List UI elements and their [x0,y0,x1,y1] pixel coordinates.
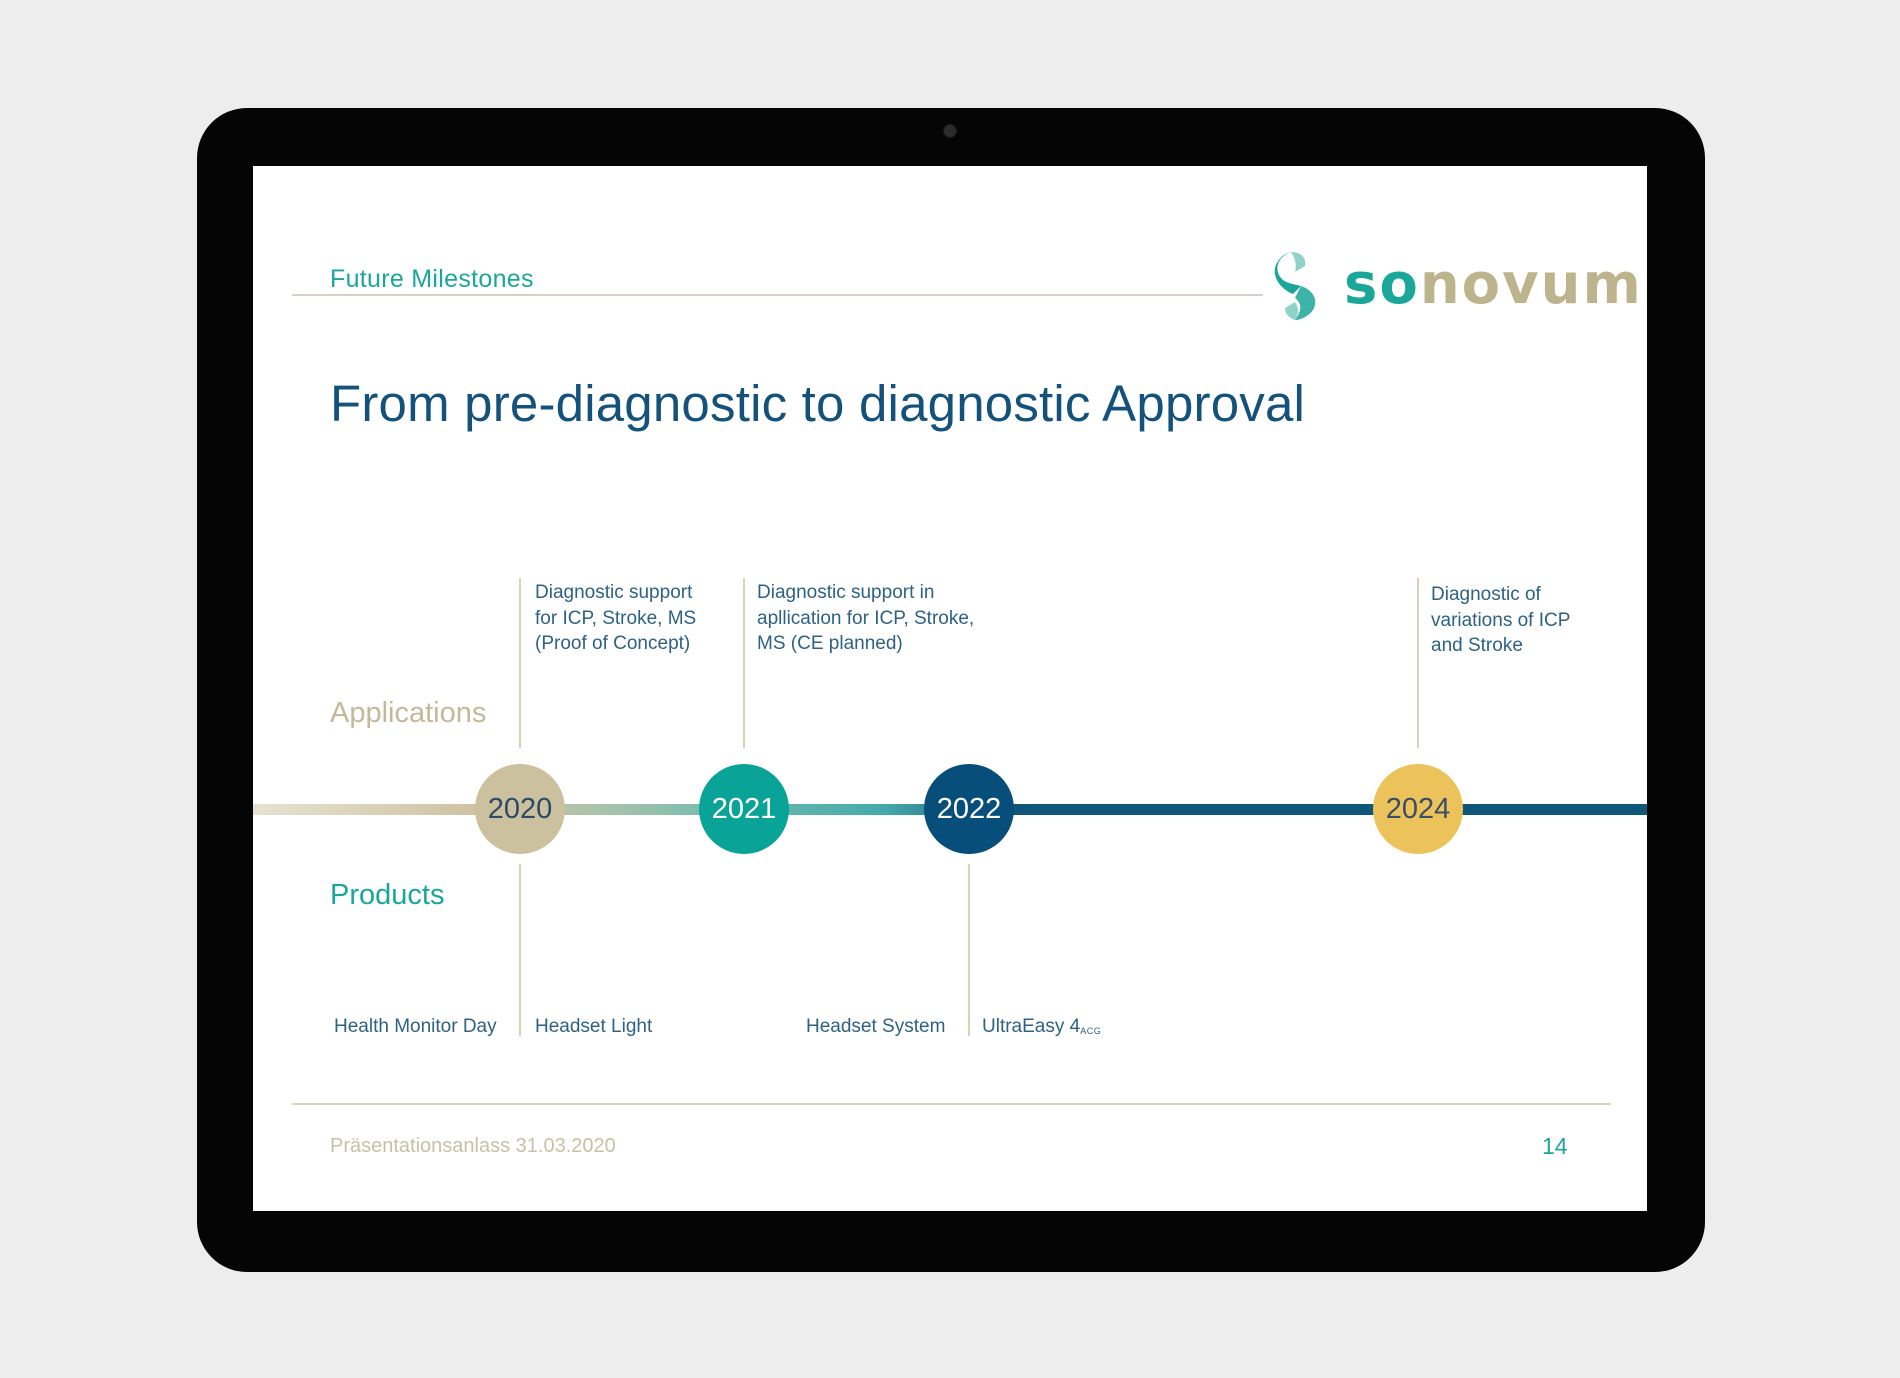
application-line: variations of ICP [1431,609,1571,631]
application-line: for ICP, Stroke, MS [535,607,697,629]
product-health-monitor-day: Health Monitor Day [334,1016,497,1037]
application-line: Diagnostic of [1431,584,1541,605]
application-2020: Diagnostic support for ICP, Stroke, MS (… [535,580,696,657]
tablet-frame: Future Milestones sonovum From pre-diagn… [197,108,1705,1272]
connector-2020-down [519,864,521,1036]
milestone-2024: 2024 [1373,764,1463,854]
connector-2021-up [743,578,745,748]
sonovum-s-icon [1274,252,1316,320]
connector-2024-up [1417,578,1419,748]
milestone-2020: 2020 [475,764,565,854]
headline: From pre-diagnostic to diagnostic Approv… [330,375,1306,432]
footer-divider [292,1103,1611,1105]
milestone-2021: 2021 [699,764,789,854]
sonovum-logo: sonovum [1271,250,1641,322]
application-line: Diagnostic support in [757,582,935,603]
product-ultraeasy-sub: ACG [1080,1026,1102,1036]
logo-wordmark: sonovum [1344,252,1643,317]
footer-text: Präsentationsanlass 31.03.2020 [330,1135,616,1157]
page-number: 14 [1542,1133,1568,1159]
slide: Future Milestones sonovum From pre-diagn… [253,166,1647,1211]
application-line: Diagnostic support [535,582,693,603]
product-headset-system: Headset System [806,1016,946,1037]
application-line: and Stroke [1431,635,1523,656]
logo-novum-text: novum [1419,252,1643,317]
connector-2020-up [519,578,521,748]
application-line: apllication for ICP, Stroke, [757,607,975,629]
row-label-applications: Applications [330,697,487,729]
application-line: (Proof of Concept) [535,633,691,654]
product-ultraeasy-main: UltraEasy 4 [982,1016,1081,1037]
row-label-products: Products [330,879,445,911]
milestone-2022: 2022 [924,764,1014,854]
application-2024: Diagnostic of variations of ICP and Stro… [1431,582,1570,659]
logo-so-text: so [1344,252,1420,317]
product-ultraeasy: UltraEasy 4ACG [982,1016,1101,1038]
header-divider [292,294,1263,296]
product-headset-light: Headset Light [535,1016,653,1037]
camera-icon [943,124,957,138]
application-2021: Diagnostic support in apllication for IC… [757,580,974,657]
application-line: MS (CE planned) [757,633,903,654]
connector-2022-down [968,864,970,1036]
section-title: Future Milestones [330,265,534,293]
